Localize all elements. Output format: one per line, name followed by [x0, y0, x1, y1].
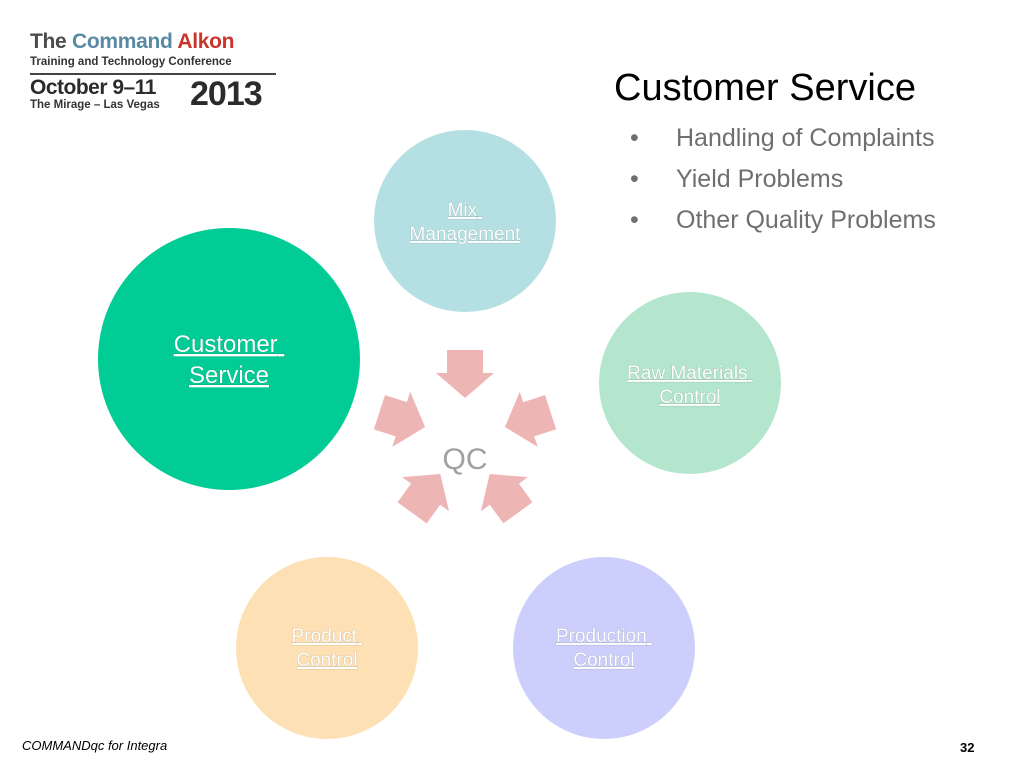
arrows — [373, 350, 557, 524]
node-raw-circle — [599, 292, 781, 474]
node-mix-line1: Mix — [448, 200, 478, 221]
slide-title: Customer Service — [614, 67, 916, 109]
logo-venue: The Mirage – Las Vegas — [30, 99, 160, 111]
node-raw-line2: Control — [659, 387, 720, 408]
node-product-line1: Product — [292, 626, 358, 647]
node-production-line2: Control — [573, 650, 634, 671]
node-raw[interactable]: Raw Materials Control — [599, 292, 781, 474]
arrow-from-raw — [504, 391, 557, 447]
conference-logo: The Command Alkon Training and Technolog… — [28, 30, 280, 116]
logo-divider — [30, 73, 276, 75]
node-customer-circle — [98, 228, 360, 490]
node-mix-circle — [374, 130, 556, 312]
bullet-dot: • — [630, 124, 639, 152]
bullet-list: •Handling of Complaints •Yield Problems … — [630, 118, 936, 241]
node-production[interactable]: Production Control — [513, 557, 695, 739]
footer-text: COMMANDqc for Integra — [22, 738, 168, 753]
logo-subtitle: Training and Technology Conference — [30, 56, 232, 68]
bullet-dot: • — [630, 206, 639, 234]
arrow-from-mix — [436, 350, 494, 398]
arrow-from-production — [480, 473, 533, 524]
logo-dates: October 9–11 — [30, 76, 156, 99]
node-mix[interactable]: Mix Management — [374, 130, 556, 312]
logo-the: The — [30, 30, 67, 53]
node-customer[interactable]: Customer Service — [98, 228, 360, 490]
bullet-text: Other Quality Problems — [676, 206, 936, 234]
logo-title: The Command Alkon — [30, 30, 234, 54]
node-product-circle — [236, 557, 418, 739]
node-customer-line2: Service — [189, 362, 269, 389]
bullet-text: Yield Problems — [676, 165, 844, 193]
node-raw-line1: Raw Materials — [627, 363, 747, 384]
logo-alkon: Alkon — [177, 30, 235, 53]
page-number: 32 — [960, 740, 975, 755]
bullet-text: Handling of Complaints — [676, 124, 935, 152]
node-production-circle — [513, 557, 695, 739]
center-label: QC — [443, 443, 488, 476]
node-product-line2: Control — [296, 650, 357, 671]
node-raw-label: Raw Materials Control — [627, 363, 753, 408]
node-customer-line1: Customer — [174, 331, 278, 358]
arrow-from-customer — [373, 391, 426, 447]
bullet-item: • Other Quality Problems — [630, 200, 936, 241]
node-mix-line2: Management — [410, 224, 522, 245]
logo-year: 2013 — [190, 75, 263, 113]
bullet-dot: • — [630, 165, 639, 193]
arrow-from-product — [397, 473, 450, 524]
bullet-item: • Handling of Complaints — [630, 118, 936, 159]
node-product[interactable]: Product Control — [236, 557, 418, 739]
node-customer-label: Customer Service — [174, 331, 285, 389]
node-product-label: Product Control — [292, 626, 363, 671]
node-mix-label: Mix Management — [410, 200, 522, 245]
node-production-line1: Production — [556, 626, 647, 647]
bullet-item: • Yield Problems — [630, 159, 936, 200]
logo-command: Command — [71, 30, 173, 53]
node-production-label: Production Control — [556, 626, 652, 671]
